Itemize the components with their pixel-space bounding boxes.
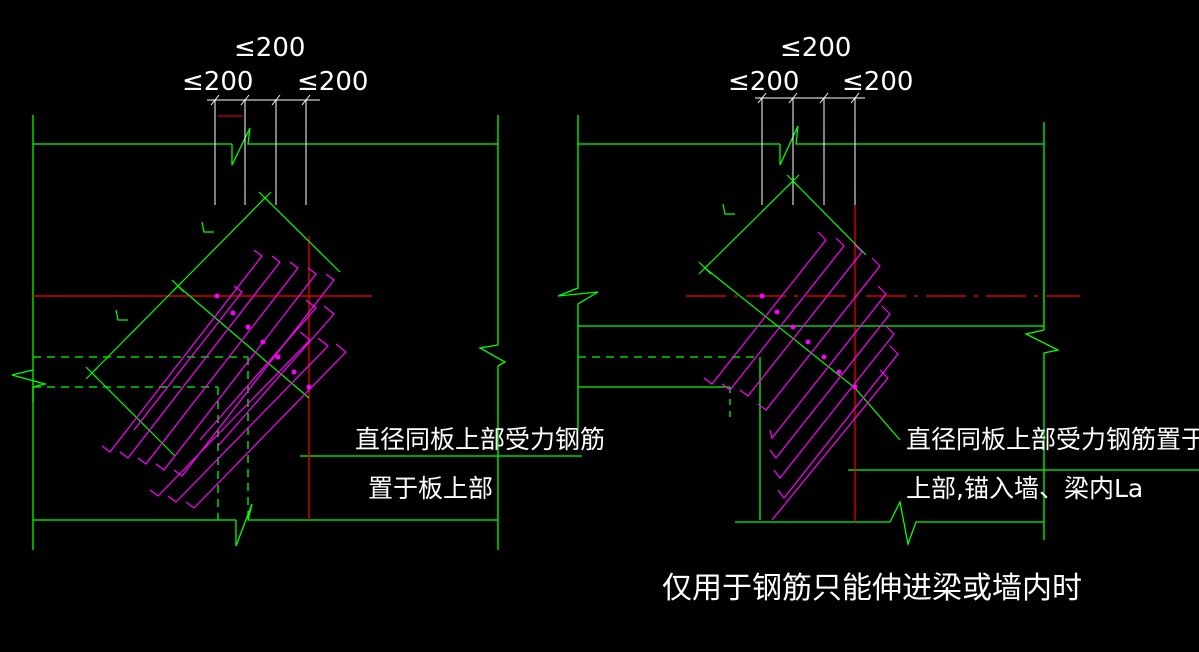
left-dim-right-label: ≤200 xyxy=(297,67,368,97)
left-dim-top-label: ≤200 xyxy=(234,33,305,63)
left-rebar-group xyxy=(101,249,347,509)
right-slab-outline xyxy=(557,115,1199,547)
right-dim-left-label: ≤200 xyxy=(728,67,799,97)
right-dim-right-label: ≤200 xyxy=(842,67,913,97)
right-dim-top-label: ≤200 xyxy=(780,33,851,63)
right-rebar-group xyxy=(703,231,899,521)
left-detail: ≤200 ≤200 ≤200 直径同板上部受力钢筋 置于板上部 xyxy=(11,33,605,550)
right-diagonal-frame xyxy=(698,174,901,441)
right-axis-lines xyxy=(686,205,1080,522)
left-dim-left-label: ≤200 xyxy=(182,67,253,97)
left-note-line1: 直径同板上部受力钢筋 xyxy=(355,425,605,454)
right-note-line1: 直径同板上部受力钢筋置于板 xyxy=(906,425,1199,454)
right-detail: ≤200 ≤200 ≤200 直径同板上部受力钢筋置于板 上部,锚入墙、梁内La xyxy=(557,33,1199,547)
left-dimension-lines xyxy=(207,94,320,205)
left-slab-outline xyxy=(11,115,582,550)
drawing-caption: 仅用于钢筋只能伸进梁或墙内时 xyxy=(662,571,1082,606)
right-rebar-intersection-points xyxy=(759,293,858,390)
right-note-line2: 上部,锚入墙、梁内La xyxy=(906,474,1143,503)
left-diagonal-frame xyxy=(85,191,341,457)
left-rebar-intersection-points xyxy=(214,293,312,390)
left-note-line2: 置于板上部 xyxy=(368,474,493,503)
right-dimension-lines xyxy=(755,92,865,205)
